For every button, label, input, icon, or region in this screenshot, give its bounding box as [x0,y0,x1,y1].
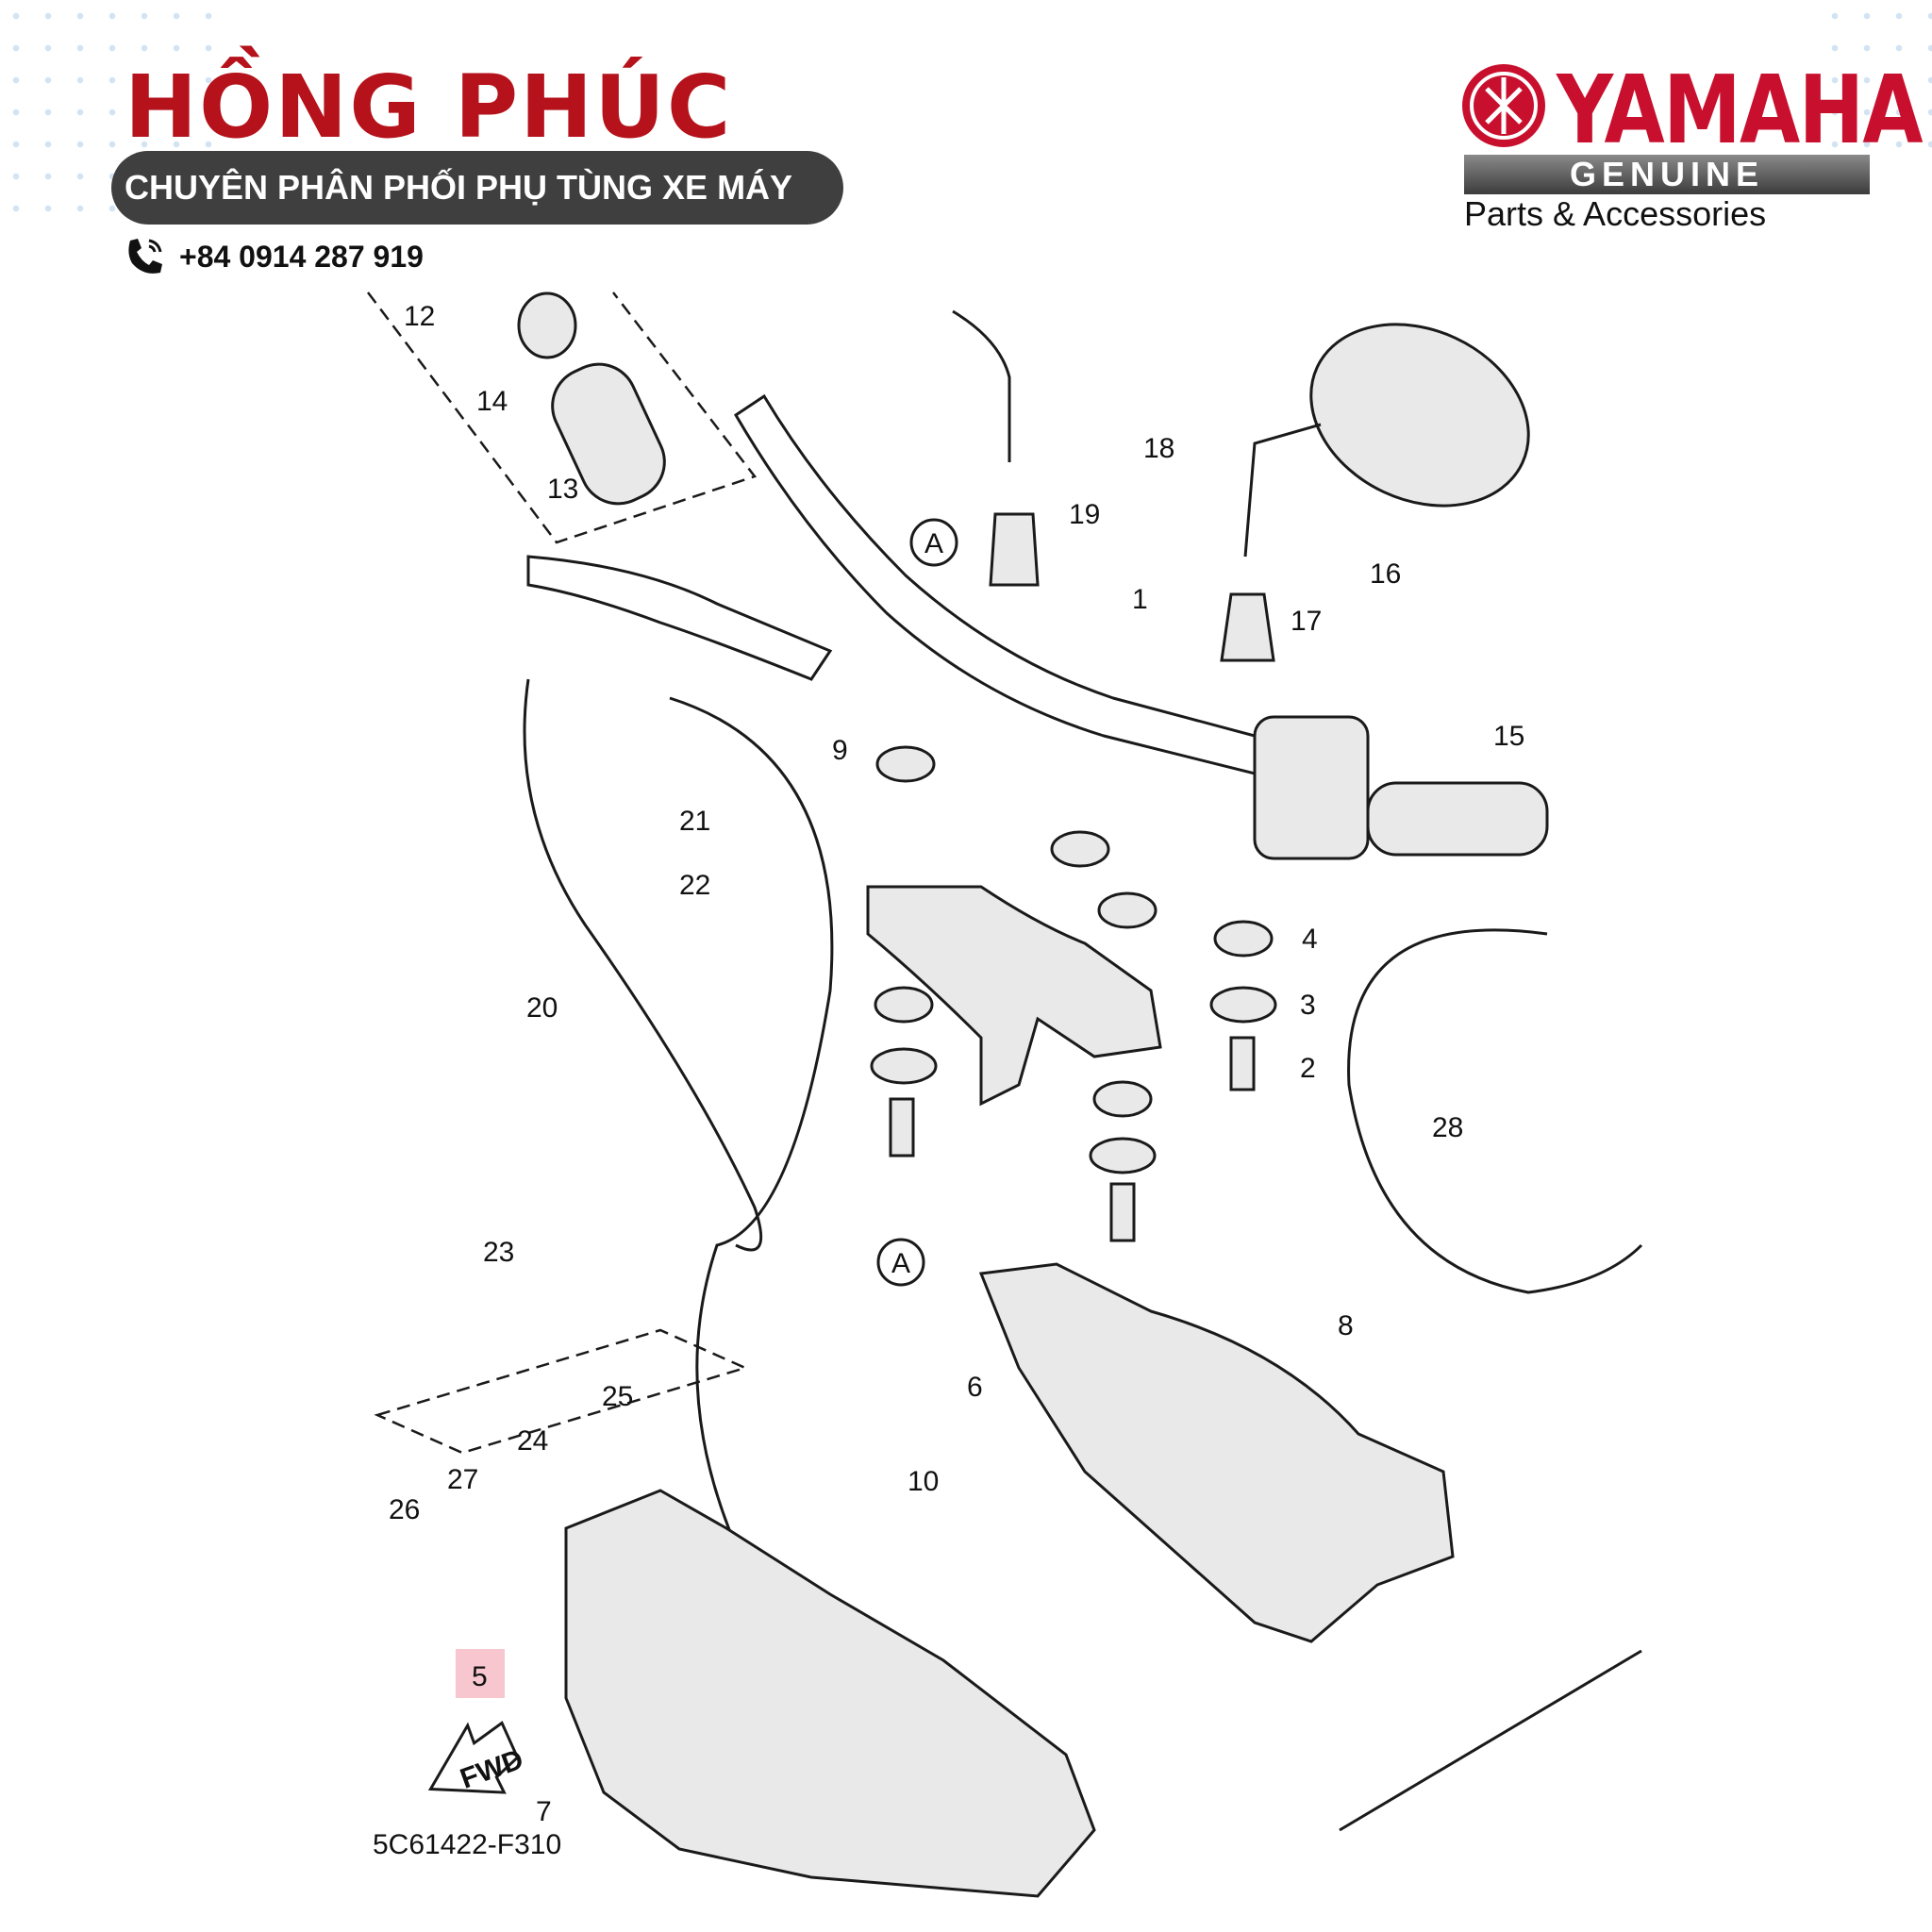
part-label-5: 5 [472,1661,488,1692]
mirror-stem-right [1243,423,1322,558]
ref-marker-a-bottom: A [876,1238,925,1287]
part-labels: 1234567891012131415161718192021222324252… [389,301,1524,1827]
boot-17 [1220,592,1275,662]
phone-icon [128,239,162,274]
brand-name: HỒNG PHÚC [125,57,733,158]
mirror-right [1309,323,1530,508]
part-label-1: 1 [1132,584,1148,615]
handle-cover-8 [978,1262,1455,1643]
ring-14 [517,291,577,359]
holder-bracket [866,885,1162,1107]
part-label-19: 19 [1069,499,1100,530]
part-label-15: 15 [1493,721,1524,752]
part-label-27: 27 [447,1464,478,1495]
part-label-10: 10 [908,1466,939,1497]
throttle-box [374,1328,749,1455]
grip-13 [551,362,666,506]
phone-number: +84 0914 287 919 [179,239,424,274]
part-label-2: 2 [1300,1053,1316,1084]
brake-lever [526,555,833,681]
cable-20 [523,678,763,1252]
part-label-26: 26 [389,1494,420,1525]
genuine-banner: GENUINE [1464,155,1870,194]
tuning-fork-emblem-icon [1462,64,1545,147]
parts-exploded-diagram: A A FWD 12345678910121314151617181920212… [367,291,1643,1898]
part-label-4: 4 [1302,924,1318,955]
svg-text:A: A [924,528,943,559]
boot-19 [989,512,1040,587]
decor-dots-right [1819,0,1932,151]
part-label-28: 28 [1432,1112,1463,1143]
part-label-24: 24 [517,1425,548,1457]
brand-tagline: CHUYÊN PHÂN PHỐI PHỤ TÙNG XE MÁY [111,151,843,225]
part-label-7: 7 [536,1796,552,1827]
part-label-12: 12 [404,301,435,332]
part-label-9: 9 [832,735,848,766]
yamaha-wordmark: YAMAHA [1557,55,1924,165]
front-cover-5 [564,1489,1096,1898]
part-label-21: 21 [679,806,710,837]
part-label-20: 20 [526,992,558,1024]
part-label-22: 22 [679,870,710,901]
part-code: 5C61422-F310 [373,1829,561,1860]
part-label-3: 3 [1300,990,1316,1021]
grip-dashed-box [367,291,758,544]
part-label-14: 14 [476,386,508,417]
handlebar-1 [733,393,1257,775]
phone-contact[interactable]: +84 0914 287 919 [123,234,424,279]
part-label-6: 6 [967,1372,983,1403]
part-label-16: 16 [1370,558,1401,590]
part-label-8: 8 [1338,1310,1354,1341]
highlight-part-5 [456,1649,505,1698]
yamaha-logo: YAMAHA GENUINE Parts & Accessories [1455,55,1924,240]
part-label-25: 25 [602,1381,633,1412]
mirror-stem-left [952,309,1011,462]
svg-text:A: A [891,1248,910,1279]
switch-housing [1253,715,1370,860]
logo-subtitle: Parts & Accessories [1464,194,1767,233]
part-label-23: 23 [483,1237,514,1268]
ref-marker-a-top: A [909,518,958,567]
part-label-17: 17 [1291,606,1322,637]
svg-text:FWD: FWD [457,1743,527,1794]
fwd-arrow: FWD [427,1721,527,1795]
washer-stack-right [1050,830,1277,1242]
part-label-13: 13 [547,474,578,505]
cable-28 [1347,928,1643,1294]
grip-15 [1366,781,1549,857]
washer-stack-left [870,745,938,1158]
cable-bottom [1339,1649,1642,1832]
part-label-18: 18 [1143,433,1174,464]
